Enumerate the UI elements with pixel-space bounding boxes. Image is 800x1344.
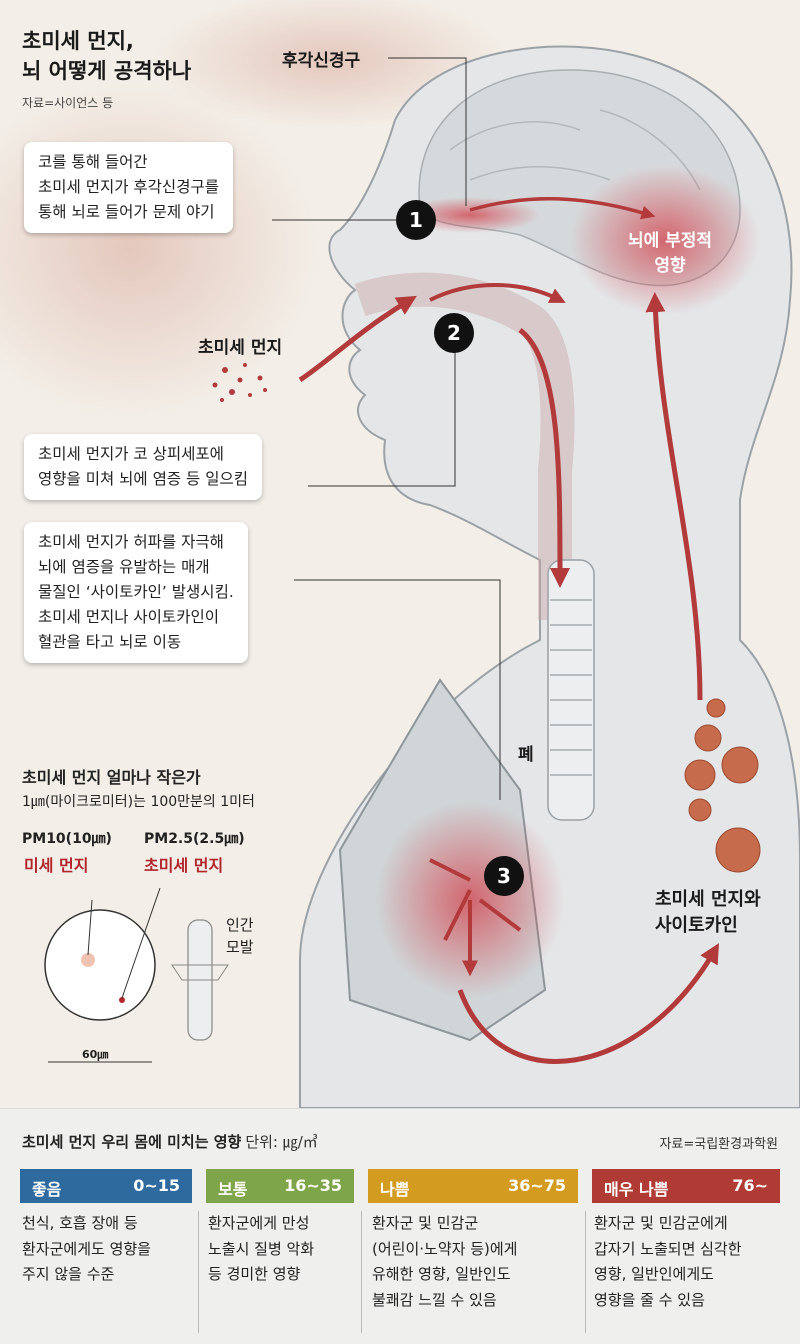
hair-section — [171, 964, 229, 981]
callout-olfactory: 코를 통해 들어간 초미세 먼지가 후각신경구를 통해 뇌로 들어가 문제 야기 — [24, 142, 233, 233]
pm25-particle — [119, 997, 125, 1003]
title-line-2: 뇌 어떻게 공격하나 — [22, 59, 192, 83]
olfactory-nerve-label: 후각신경구 — [282, 51, 361, 71]
dust-cytokine-label: 초미세 먼지와 사이토카인 — [655, 889, 761, 936]
step-2-badge: 2 — [434, 313, 474, 353]
cytokine-arrow-bottom — [457, 943, 720, 1064]
level-bad-desc: 환자군 및 민감군 (어린이·노약자 등)에게 유해한 영향, 일반인도 불쾌감… — [372, 1214, 518, 1309]
level-very-bad-desc: 환자군 및 민감군에게 갑자기 노출되면 심각한 영향, 일반인에게도 영향을 … — [594, 1214, 742, 1309]
column-divider — [361, 1211, 362, 1333]
throat-arrow — [518, 328, 570, 588]
dust-entry-arrow — [298, 295, 417, 383]
source-note: 자료=사이언스 등 — [22, 96, 114, 110]
pm25-kor-label: 초미세 먼지 — [144, 856, 224, 875]
step-3-badge: 3 — [484, 856, 524, 896]
human-hair-label: 인간 모발 — [226, 916, 254, 956]
pm10-kor-label: 미세 먼지 — [24, 856, 89, 875]
lung-label: 폐 — [518, 745, 534, 765]
level-good: 좋음 0~15 — [20, 1169, 192, 1203]
nasal-arrow — [429, 283, 566, 303]
dust-particles — [212, 363, 267, 402]
cytokine-clusters — [684, 698, 761, 873]
lung-arrows — [429, 858, 522, 970]
size-panel-desc: 1㎛(마이크로미터)는 100만분의 1미터 — [22, 794, 255, 810]
level-good-desc: 천식, 호흡 장애 등 환자군에게도 영향을 주지 않을 수준 — [22, 1214, 151, 1283]
scale-label: 60㎛ — [82, 1048, 109, 1061]
pm25-label: PM2.5(2.5㎛) — [144, 831, 245, 847]
brain-inflammation — [570, 165, 760, 315]
page-title: 초미세 먼지, 뇌 어떻게 공격하나 — [22, 26, 191, 86]
pm25-pointer — [121, 887, 161, 999]
callout-nasal: 초미세 먼지가 코 상피세포에 영향을 미쳐 뇌에 염증 등 일으킴 — [24, 434, 263, 500]
title-line-1: 초미세 먼지, — [22, 29, 134, 53]
level-bad: 나쁨 36~75 — [368, 1169, 578, 1203]
level-very-bad: 매우 나쁨 76~ — [592, 1169, 780, 1203]
callout-lung: 초미세 먼지가 허파를 자극해 뇌에 염증을 유발하는 매개 물질인 ‘사이토카… — [24, 522, 248, 663]
level-normal-desc: 환자군에게 만성 노출시 질병 악화 등 경미한 영향 — [208, 1214, 315, 1283]
column-divider — [585, 1211, 586, 1333]
leader-lines — [272, 57, 501, 800]
pm10-label: PM10(10㎛) — [22, 831, 112, 847]
level-normal: 보통 16~35 — [206, 1169, 354, 1203]
table-source: 자료=국립환경과학원 — [659, 1137, 778, 1152]
size-panel-title: 초미세 먼지 얼마나 작은가 — [22, 768, 201, 787]
anatomy-illustration — [0, 0, 800, 1108]
olfactory-arrow — [469, 197, 656, 220]
column-divider — [198, 1211, 199, 1333]
pm10-pointer — [87, 899, 93, 956]
step-1-badge: 1 — [396, 200, 436, 240]
trachea-rings — [550, 599, 592, 776]
bloodstream-arrow — [645, 292, 703, 701]
scale-circle-60um — [44, 909, 156, 1021]
dust-label: 초미세 먼지 — [198, 338, 283, 358]
table-unit: 단위: ㎍/㎥ — [245, 1133, 318, 1151]
brain-effect-label: 뇌에 부정적 영향 — [627, 231, 713, 276]
pm10-particle — [81, 953, 95, 967]
